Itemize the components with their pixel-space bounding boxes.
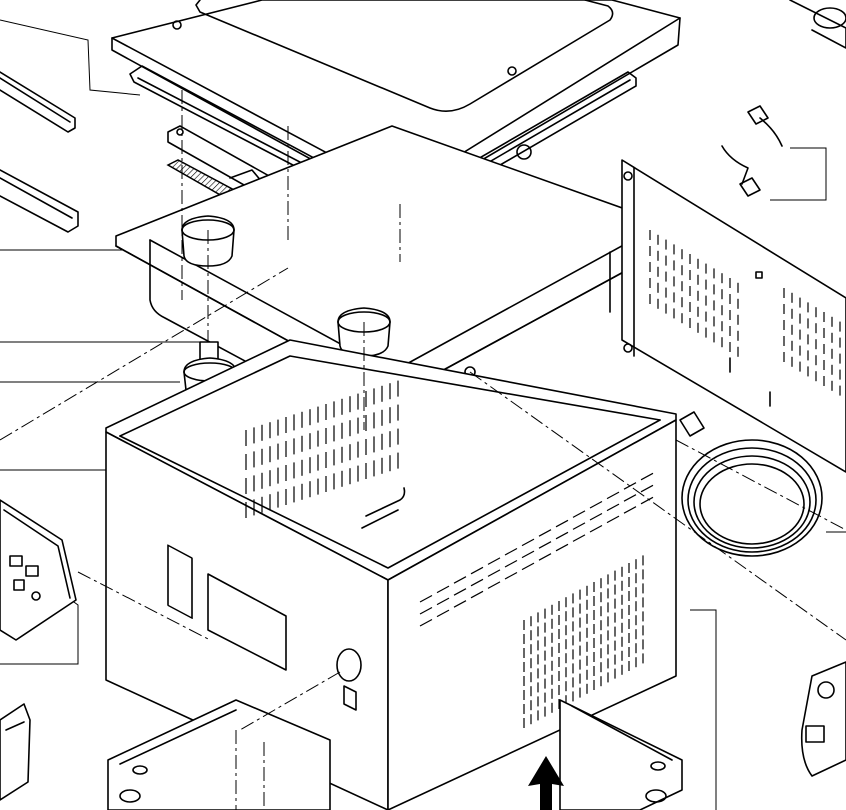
front-arrow — [528, 756, 564, 810]
solenoid-valve-right — [800, 661, 846, 777]
cable-coil — [679, 411, 823, 557]
sensor-cables — [721, 0, 846, 197]
front-slits — [419, 472, 654, 627]
internal-vents — [245, 380, 399, 518]
left-rails — [0, 71, 79, 233]
assembly-center-lines — [0, 90, 846, 810]
control-panel-board — [0, 499, 77, 641]
side-vents — [523, 555, 644, 728]
rear-panel — [621, 159, 846, 473]
solenoid-valve-left — [0, 703, 31, 801]
housing-cabinet — [105, 339, 677, 810]
base-plate — [107, 699, 683, 810]
